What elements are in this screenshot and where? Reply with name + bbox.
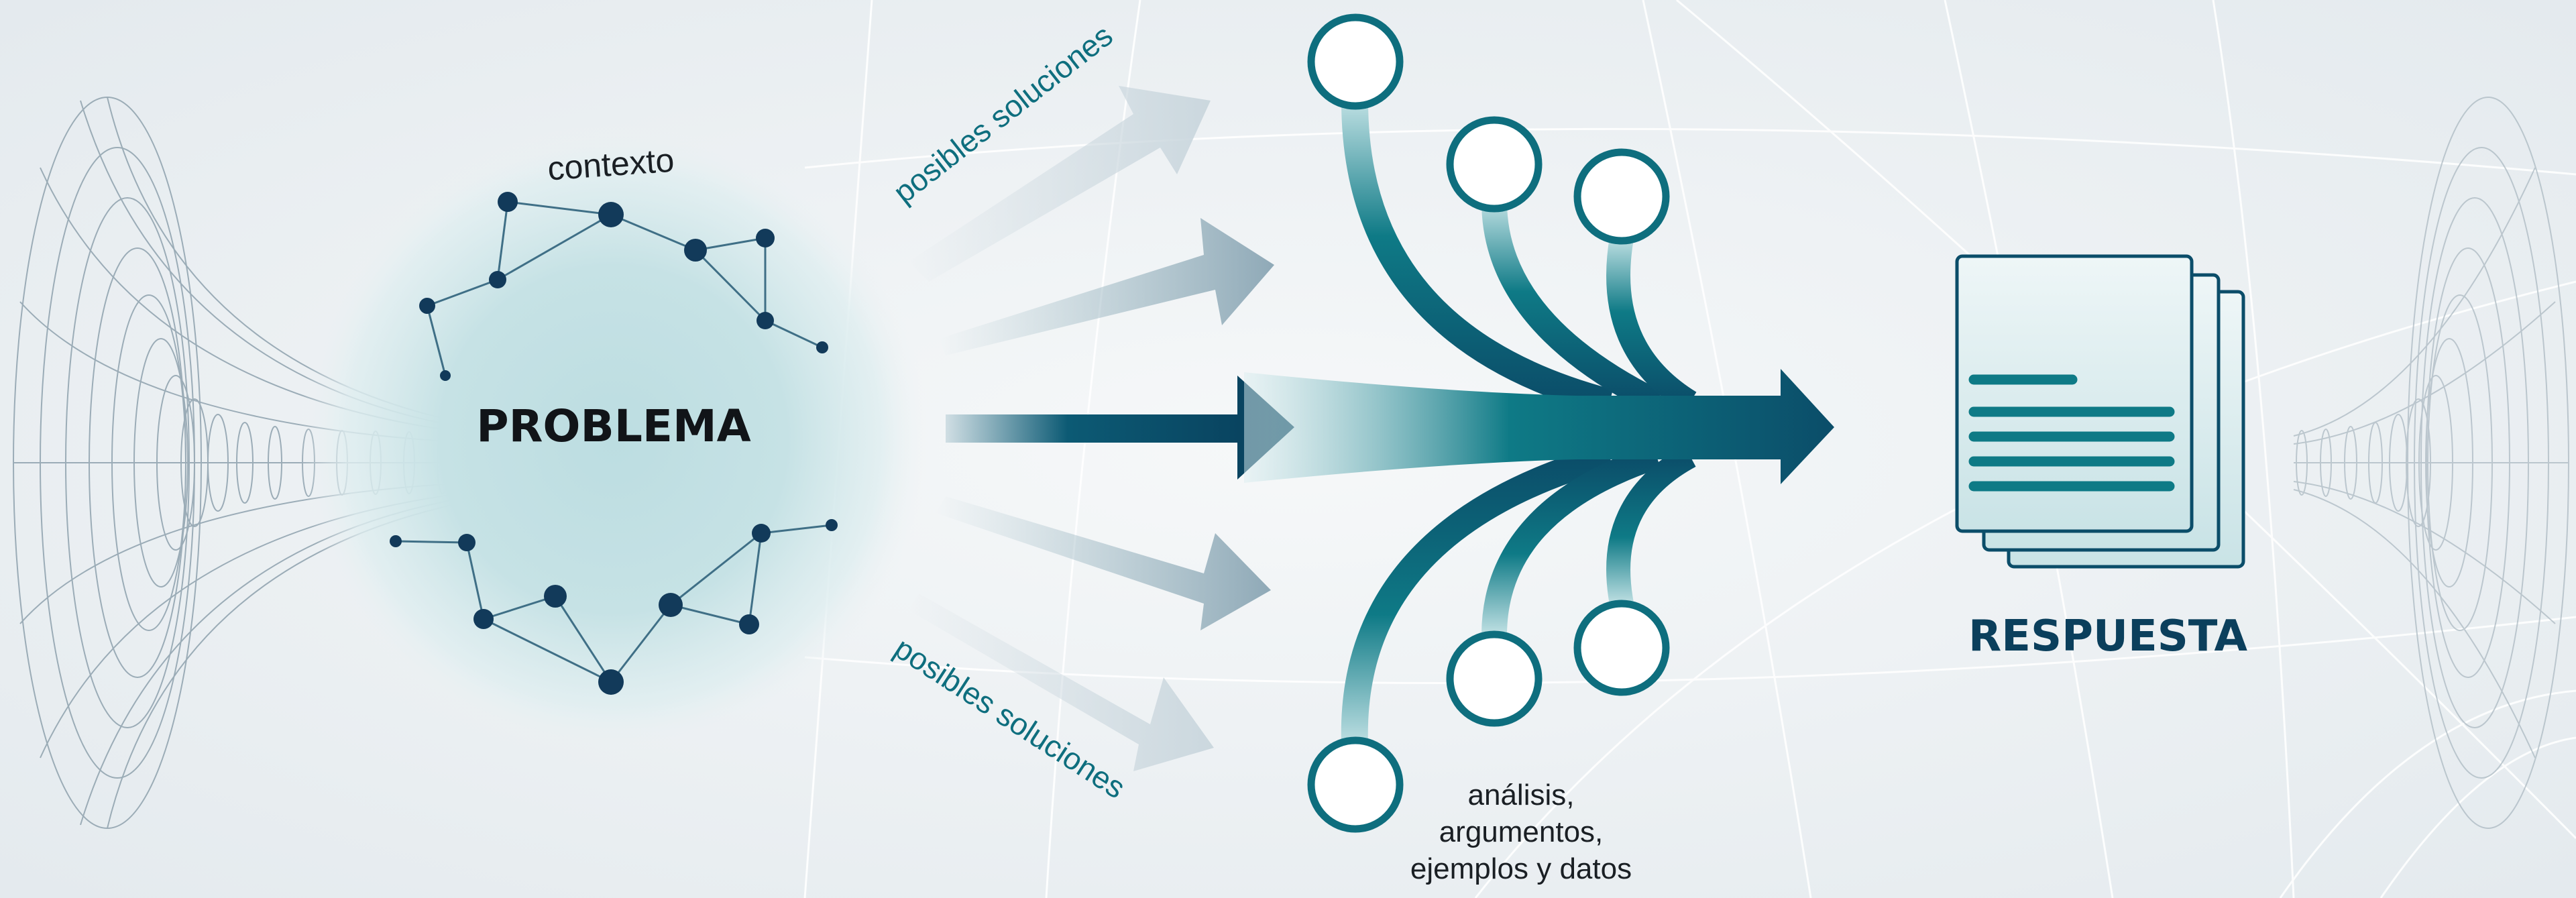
solution-arrow bbox=[939, 218, 1274, 355]
context-node bbox=[684, 239, 707, 262]
analysis-label: análisis, argumentos, ejemplos y datos bbox=[1410, 779, 1632, 885]
document-stack-icon bbox=[1955, 254, 2245, 569]
context-node bbox=[659, 593, 683, 617]
context-node bbox=[752, 524, 771, 543]
source-circles bbox=[1307, 13, 1670, 833]
context-network-bottom bbox=[390, 519, 838, 695]
context-label: contexto bbox=[547, 142, 675, 188]
strand bbox=[1606, 235, 1697, 413]
context-node bbox=[756, 229, 775, 247]
strand bbox=[1481, 201, 1663, 414]
answer-label: RESPUESTA bbox=[1968, 612, 2247, 661]
circle-icon bbox=[1307, 13, 1404, 110]
context-node bbox=[816, 341, 828, 353]
solution-arrows bbox=[909, 86, 1294, 771]
solution-arrow bbox=[909, 86, 1211, 282]
analysis-label-line: ejemplos y datos bbox=[1410, 852, 1632, 885]
context-node bbox=[598, 202, 624, 227]
context-node bbox=[440, 370, 451, 381]
context-node bbox=[498, 192, 518, 212]
wireframe-vortex-icon bbox=[2293, 97, 2569, 829]
wireframe-vortex-icon bbox=[13, 97, 497, 829]
solution-arrow bbox=[909, 594, 1214, 771]
circle-icon bbox=[1307, 736, 1404, 833]
problem-sphere bbox=[298, 124, 929, 754]
context-node bbox=[458, 534, 475, 551]
context-node bbox=[598, 669, 624, 695]
context-node bbox=[739, 614, 759, 634]
strand bbox=[1606, 445, 1696, 606]
context-node bbox=[826, 519, 838, 531]
circle-icon bbox=[1573, 600, 1670, 696]
context-node bbox=[473, 609, 494, 629]
analysis-label-line: argumentos, bbox=[1439, 816, 1604, 848]
converging-strands bbox=[1341, 100, 1697, 745]
context-network-top bbox=[419, 192, 828, 381]
problem-label: PROBLEMA bbox=[476, 400, 751, 452]
context-node bbox=[544, 585, 567, 608]
strand bbox=[1341, 443, 1614, 745]
main-arrow bbox=[946, 376, 1294, 480]
solution-arrow bbox=[936, 496, 1271, 630]
circle-icon bbox=[1446, 116, 1543, 213]
circle-icon bbox=[1573, 148, 1670, 245]
context-node bbox=[757, 312, 774, 329]
context-node bbox=[489, 271, 506, 288]
context-node bbox=[419, 298, 435, 314]
result-arrow bbox=[1244, 369, 1834, 484]
context-node bbox=[390, 535, 402, 547]
strand bbox=[1341, 100, 1614, 416]
strand bbox=[1481, 443, 1661, 634]
analysis-label-line: análisis, bbox=[1468, 779, 1575, 811]
circle-icon bbox=[1446, 630, 1543, 727]
